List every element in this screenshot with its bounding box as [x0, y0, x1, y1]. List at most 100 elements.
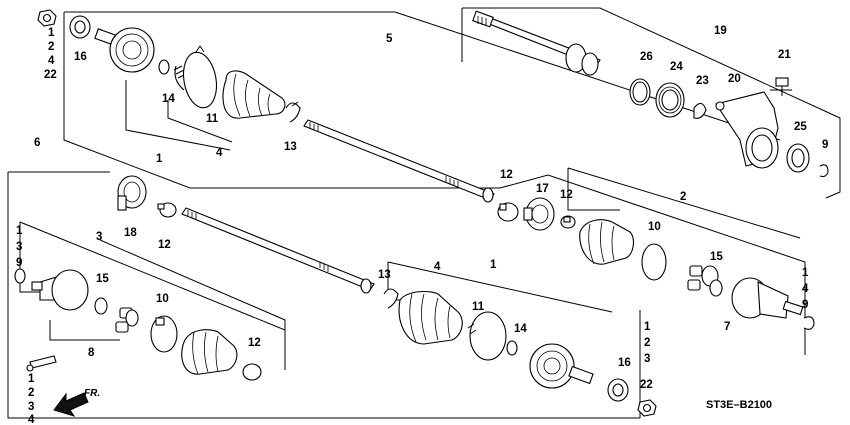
- front-label: FR.: [84, 388, 100, 399]
- callout-19: 19: [714, 25, 727, 37]
- clamp-12-right: [560, 215, 576, 229]
- band-10-right: [641, 243, 667, 281]
- callout-bl-2: 2: [28, 387, 34, 399]
- washer-16-top: [69, 15, 91, 39]
- outline-group-5-diag: [394, 11, 781, 141]
- callout-10-right: 10: [648, 221, 661, 233]
- outline-group-5: [63, 12, 806, 355]
- callout-top-left-1: 1: [48, 27, 55, 39]
- callout-12-left: 12: [158, 239, 171, 251]
- outline-group-8: [49, 320, 120, 341]
- leader-4-top: [167, 100, 233, 143]
- clip-13-top: [285, 101, 301, 123]
- callout-8: 8: [88, 347, 95, 359]
- callout-18: 18: [124, 227, 137, 239]
- bearing-24: [655, 82, 685, 118]
- callout-br-3: 3: [644, 353, 650, 365]
- callout-bl-3: 3: [28, 401, 34, 413]
- callout-10-left: 10: [156, 293, 169, 305]
- ring-9-right: [803, 316, 815, 330]
- outer-cv-joint-lower: [529, 343, 594, 389]
- callout-bl-4: 4: [28, 414, 35, 425]
- callout-13-top: 13: [284, 141, 297, 153]
- inboard-housing-right: [731, 277, 804, 319]
- ring-9-left: [14, 268, 26, 284]
- boot-mid: [398, 290, 463, 345]
- boot-top: [222, 70, 286, 119]
- callout-20: 20: [728, 73, 741, 85]
- leader-1-top: [125, 80, 231, 151]
- diagram-code: ST3E–B2100: [706, 399, 772, 411]
- callout-top-left-2: 2: [48, 41, 54, 53]
- ring-15-right: [709, 279, 723, 297]
- clamp-12-bl: [242, 363, 262, 381]
- callout-left-1: 1: [16, 225, 23, 237]
- callout-11-top: 11: [206, 113, 219, 125]
- callout-15-right: 15: [710, 251, 723, 263]
- callout-1-top: 1: [156, 153, 163, 165]
- support-bracket-20: [715, 91, 779, 169]
- callout-17: 17: [536, 183, 549, 195]
- outline-group-2-left: [567, 168, 620, 211]
- callout-4-top: 4: [216, 147, 223, 159]
- lower-driveshaft: [14, 175, 375, 381]
- shaft-lower: [181, 207, 375, 294]
- tripod-17: [523, 197, 555, 231]
- washer-16-bottom: [607, 378, 629, 402]
- callout-11-mid: 11: [472, 301, 485, 313]
- callout-4-mid: 4: [434, 261, 441, 273]
- ring-9-right-top: [819, 164, 829, 178]
- callout-labels: 1 2 4 22 16 14 11 1 4 13 5 6 19 26 24 23…: [16, 25, 828, 425]
- outline-group-4-mid-top: [387, 261, 613, 313]
- callout-2: 2: [680, 191, 686, 203]
- callout-21: 21: [778, 49, 791, 61]
- callout-26: 26: [640, 51, 653, 63]
- band-11-mid: [469, 311, 507, 361]
- callout-9-right-top: 9: [822, 139, 828, 151]
- clamp-12-left: [157, 202, 177, 218]
- callout-top-left-4: 4: [48, 55, 55, 67]
- callout-top-left-22: 22: [44, 69, 57, 81]
- band-11-mid-tab: [467, 323, 477, 335]
- callout-14-mid: 14: [514, 323, 527, 335]
- callout-12-right: 12: [560, 189, 573, 201]
- boot-left: [181, 329, 238, 375]
- callout-16-bottom: 16: [618, 357, 631, 369]
- callout-16-top: 16: [74, 51, 87, 63]
- bolt-8: [26, 355, 57, 372]
- damper-18: [117, 175, 147, 211]
- inboard-housing-left: [31, 269, 89, 311]
- callout-right-4: 4: [802, 283, 809, 295]
- clamp-12-mid: [497, 202, 519, 222]
- lock-nut-top-left: [37, 9, 57, 27]
- seal-25: [786, 143, 810, 173]
- callout-25: 25: [794, 121, 807, 133]
- outline-group-6: [7, 172, 640, 419]
- callout-5: 5: [386, 33, 393, 45]
- circlip-top: [158, 59, 170, 75]
- callout-12-mid: 12: [500, 169, 513, 181]
- callout-left-3: 3: [16, 241, 22, 253]
- callout-12-bottom-left: 12: [248, 337, 261, 349]
- shaft-5: [303, 119, 495, 203]
- callout-1-mid: 1: [490, 259, 497, 271]
- callout-left-9: 9: [16, 257, 22, 269]
- callout-bl-1: 1: [28, 373, 35, 385]
- circlip-14-mid: [506, 340, 518, 356]
- intermediate-shaft: [472, 10, 829, 178]
- callout-6: 6: [34, 137, 40, 149]
- bolt-21: [770, 77, 792, 96]
- callout-br-22: 22: [640, 379, 653, 391]
- clip-13-mid: [383, 288, 399, 309]
- upper-driveshaft: [37, 9, 495, 203]
- front-arrow-icon: FR.: [53, 388, 100, 417]
- boot-right: [579, 219, 635, 265]
- callout-right-9: 9: [802, 299, 808, 311]
- ring-15-left: [94, 297, 108, 315]
- outline-lower-left-3: [99, 239, 286, 370]
- lock-nut-bottom-right: [637, 399, 657, 417]
- callout-15-left: 15: [96, 273, 109, 285]
- callout-br-1: 1: [644, 321, 651, 333]
